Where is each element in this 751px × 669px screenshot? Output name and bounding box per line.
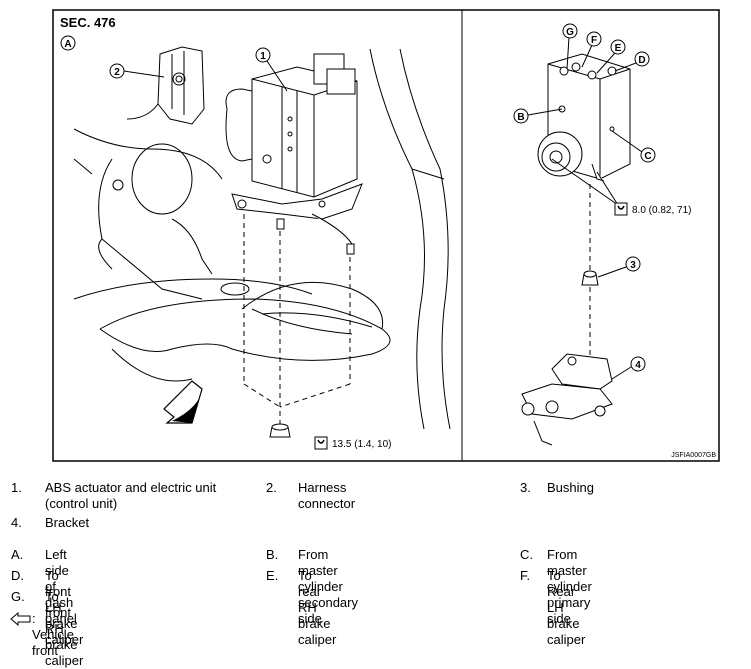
abs-actuator-installed [225, 53, 363, 255]
legend-text-3: Bushing [547, 480, 594, 495]
vehicle-front-icon [10, 612, 31, 626]
legend-num-d: D. [11, 568, 24, 583]
legend-text-2: Harness connector [298, 480, 356, 511]
legend-text-f: To Rear LH brake caliper [547, 568, 586, 647]
legend-text-1: ABS actuator and electric unit (control … [45, 480, 217, 511]
svg-text:1: 1 [260, 51, 266, 62]
dash-panel-drawing [73, 48, 451, 430]
callout-3: 3 [597, 256, 641, 278]
figure-code: JSFIA0007GB [671, 452, 716, 459]
svg-text:13.5 (1.4, 10): 13.5 (1.4, 10) [332, 439, 391, 450]
svg-text:2: 2 [114, 67, 120, 78]
callout-f: F [581, 31, 602, 68]
torque-spec-upper: 8.0 (0.82, 71) [551, 158, 691, 216]
nut [269, 423, 291, 438]
legend-num-g: G. [11, 589, 25, 604]
view-label: A [64, 39, 71, 50]
torque-spec-lower: 13.5 (1.4, 10) [314, 436, 391, 450]
svg-text:3: 3 [630, 260, 636, 271]
legend-text-e: To rear RH brake caliper [298, 568, 337, 647]
legend-num-2: 2. [266, 480, 277, 495]
legend-num-4: 4. [11, 515, 22, 530]
legend-num-f: F. [520, 568, 531, 583]
bracket [521, 353, 613, 446]
svg-text:F: F [591, 35, 597, 46]
svg-text:G: G [566, 27, 574, 38]
bushing [581, 270, 599, 286]
callout-c: C [611, 130, 656, 163]
callout-b: B [513, 108, 563, 124]
legend-num-3: 3. [520, 480, 531, 495]
view-label-circle [60, 35, 76, 51]
legend-text-c: From master cylinder primary side [547, 547, 592, 626]
abs-actuator-diagram: SEC. 476 A [52, 9, 720, 462]
abs-actuator-exploded [537, 53, 631, 182]
svg-text:B: B [517, 112, 524, 123]
vehicle-front-arrow [163, 380, 203, 424]
legend-text-b: From master cylinder secondary side [298, 547, 358, 626]
svg-text:4: 4 [635, 360, 641, 371]
legend-num-a: A. [11, 547, 24, 562]
svg-text:D: D [638, 55, 645, 66]
legend-text-4: Bracket [45, 515, 90, 530]
svg-text:8.0 (0.82, 71): 8.0 (0.82, 71) [632, 205, 691, 216]
callout-2: 2 [109, 63, 165, 79]
callout-d: D [614, 51, 650, 72]
callout-1: 1 [255, 47, 288, 92]
callout-e: E [596, 39, 626, 74]
harness-connector [126, 46, 205, 125]
vehicle-front-label: : Vehicle front [32, 611, 74, 658]
svg-text:E: E [615, 43, 622, 54]
section-label: SEC. 476 [60, 15, 116, 30]
assembly-lines [243, 214, 351, 427]
legend-num-c: C. [520, 547, 533, 562]
callout-4: 4 [611, 356, 646, 380]
legend-num-e: E. [266, 568, 279, 583]
legend-num-1: 1. [11, 480, 22, 495]
callout-g: G [562, 23, 578, 70]
legend-num-b: B. [266, 547, 279, 562]
svg-text:C: C [644, 151, 651, 162]
legend-text-a: Left side of dash panel [45, 547, 77, 626]
